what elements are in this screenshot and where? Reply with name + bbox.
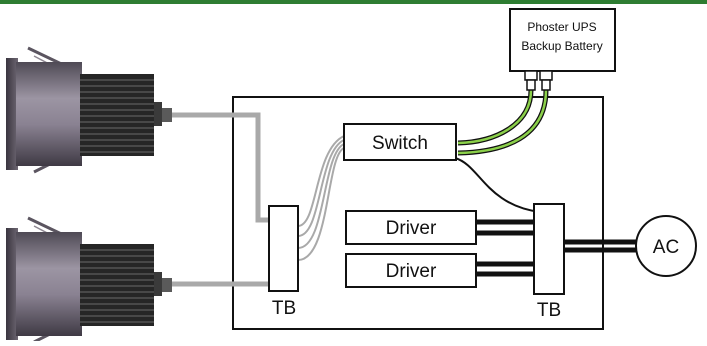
fixture-2-connector-tip [162, 278, 172, 292]
battery-label-line1: Phoster UPS [527, 20, 596, 34]
fixture-2-connector [154, 272, 162, 296]
battery-wires [457, 89, 549, 156]
light-fixture-icon [6, 216, 172, 344]
connector-right-bottom [541, 79, 551, 91]
top-green-bar [0, 0, 707, 4]
fixture-1-connector [154, 102, 162, 126]
fixture-1-connector-tip [162, 108, 172, 122]
fixture-2-body [16, 232, 82, 336]
battery-connectors [524, 70, 553, 91]
driver-1-label: Driver [386, 218, 437, 239]
fixture-2-heatsink [80, 244, 154, 326]
switch-label: Switch [372, 133, 428, 154]
battery-wire-green-1 [457, 89, 533, 145]
driver-1-box [345, 210, 477, 245]
switch-tb-wire-1 [297, 135, 345, 227]
terminal-block-right-label: TB [537, 300, 561, 321]
fixture-1-body [16, 62, 82, 166]
light-fixture-icon [6, 46, 172, 174]
battery-label-line2: Backup Battery [521, 39, 602, 53]
switch-box [343, 123, 457, 161]
fixture-1-face [6, 58, 18, 170]
fixture-2-fins [80, 249, 154, 323]
switch-to-tb-wire [454, 157, 541, 213]
ac-label: AC [653, 237, 679, 258]
terminal-block-left [268, 205, 299, 292]
connector-right-top [539, 70, 553, 81]
connector-left-top [524, 70, 538, 81]
connector-left-bottom [526, 79, 536, 91]
switch-tb-wire-2 [297, 139, 345, 237]
fixture-1-heatsink [80, 74, 154, 156]
switch-tb-wire-3 [297, 143, 345, 249]
fixture-1-wire [172, 112, 269, 223]
fixture-wires [172, 112, 345, 287]
battery-box [509, 8, 616, 72]
terminal-block-right [533, 203, 565, 295]
terminal-block-left-label: TB [272, 298, 296, 319]
driver-2-box [345, 253, 477, 288]
battery-wire-green-2 [457, 89, 548, 155]
ac-source-circle [635, 215, 697, 277]
driver-wires [476, 219, 636, 277]
driver-2-label: Driver [386, 261, 437, 282]
fixture-2-face [6, 228, 18, 340]
switch-tb-wire-4 [297, 147, 345, 261]
fixture-1-fins [80, 79, 154, 153]
